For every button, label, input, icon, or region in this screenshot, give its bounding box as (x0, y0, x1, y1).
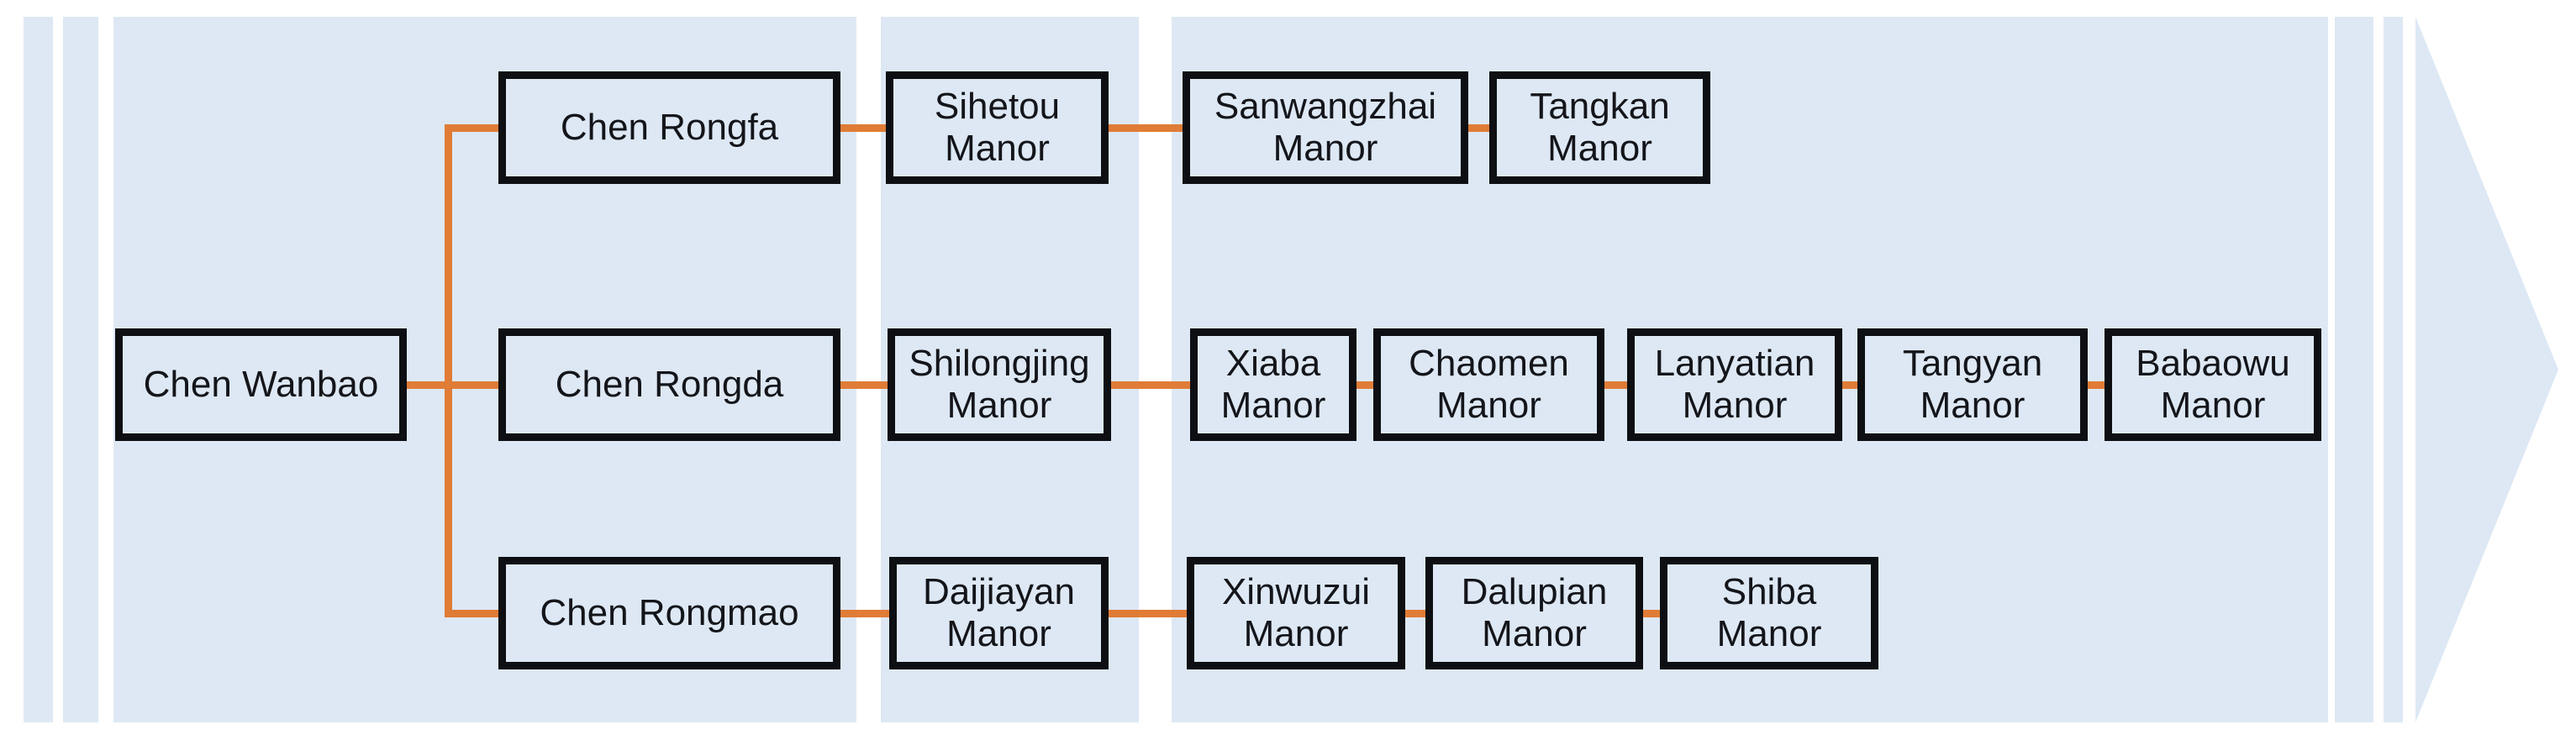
connector-row3-1 (840, 610, 889, 617)
node-tangyan-manor: Tangyan Manor (1857, 328, 2088, 441)
connector-row3-stub (445, 610, 498, 617)
connector-row2-stub (407, 381, 498, 389)
node-xinwuzui-manor: Xinwuzui Manor (1187, 557, 1405, 669)
connector-row2-5 (1842, 381, 1857, 389)
node-daijiayan-manor: Daijiayan Manor (889, 557, 1109, 669)
connector-trunk (445, 124, 452, 617)
node-sihetou-manor: Sihetou Manor (886, 71, 1109, 184)
node-shiba-manor: Shiba Manor (1660, 557, 1878, 669)
node-shilongjing-manor: Shilongjing Manor (888, 328, 1111, 441)
background-stripe-right-outer (2384, 17, 2403, 722)
connector-row1-1 (840, 124, 886, 132)
arrow-head-icon (2415, 17, 2558, 722)
connector-row2-4 (1604, 381, 1627, 389)
background-stripe-right-inner (2335, 17, 2373, 722)
connector-row2-1 (840, 381, 888, 389)
node-chen-rongfa: Chen Rongfa (498, 71, 840, 184)
node-chen-rongda: Chen Rongda (498, 328, 840, 441)
connector-row3-4 (1643, 610, 1660, 617)
node-xiaba-manor: Xiaba Manor (1190, 328, 1356, 441)
node-babaowu-manor: Babaowu Manor (2105, 328, 2321, 441)
connector-row1-stub (445, 124, 498, 132)
connector-row1-3 (1468, 124, 1489, 132)
node-lanyatian-manor: Lanyatian Manor (1627, 328, 1842, 441)
connector-row3-3 (1405, 610, 1425, 617)
connector-row2-2 (1111, 381, 1190, 389)
node-chen-wanbao: Chen Wanbao (115, 328, 407, 441)
background-stripe-left-outer (24, 17, 53, 722)
node-sanwangzhai-manor: Sanwangzhai Manor (1183, 71, 1468, 184)
node-chaomen-manor: Chaomen Manor (1373, 328, 1604, 441)
background-stripe-left-inner (63, 17, 98, 722)
connector-row2-6 (2088, 381, 2105, 389)
node-tangkan-manor: Tangkan Manor (1489, 71, 1710, 184)
connector-row3-2 (1109, 610, 1187, 617)
node-dalupian-manor: Dalupian Manor (1425, 557, 1643, 669)
connector-row2-3 (1356, 381, 1373, 389)
connector-row1-2 (1109, 124, 1183, 132)
node-chen-rongmao: Chen Rongmao (498, 557, 840, 669)
